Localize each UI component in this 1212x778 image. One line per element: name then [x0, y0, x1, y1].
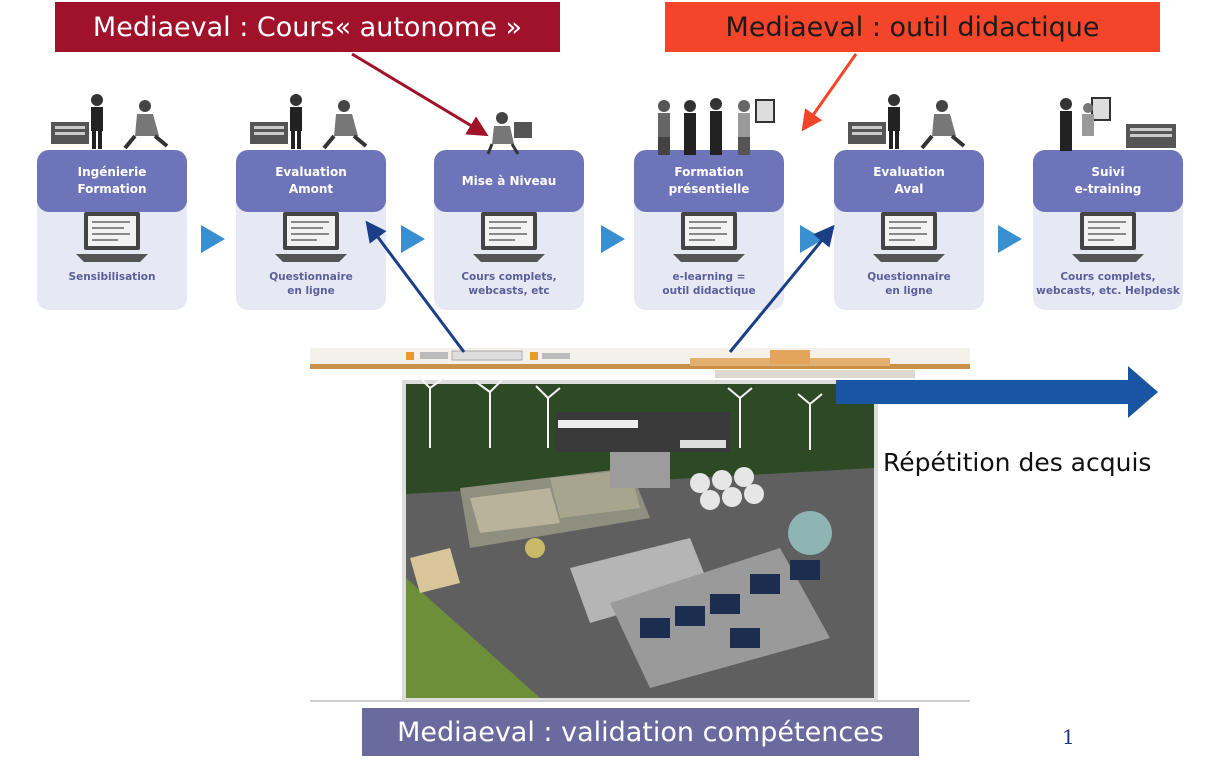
stage-title-line: Evaluation [275, 165, 347, 179]
stage-title: Formation présentielle [634, 150, 784, 212]
flow-arrow-icon [201, 225, 225, 253]
stage-caption-line: Cours complets, [461, 271, 557, 283]
laptop-icon [673, 212, 745, 262]
windmill-icon [417, 375, 823, 450]
stage-caption-line: Sensibilisation [68, 271, 156, 283]
flow-arrow-icon [800, 225, 824, 253]
people-icon [848, 94, 966, 150]
stage-title-line: Aval [894, 182, 924, 196]
flow-arrow-icon [401, 225, 425, 253]
stage-title-line: Mise à Niveau [461, 173, 557, 188]
stage-title-line: Formation [77, 182, 147, 196]
laptop-icon [275, 212, 347, 262]
people-icon [51, 94, 169, 150]
laptop-icon [1072, 212, 1144, 262]
people-icon [658, 98, 775, 155]
stage-caption-line: Cours complets, [1060, 271, 1156, 283]
people-icon [1060, 97, 1176, 151]
stage-title-line: Suivi [1091, 165, 1125, 179]
stage-caption-line: outil didactique [662, 285, 756, 297]
stage-title-line: Formation [674, 165, 744, 179]
stage-caption-line: e-learning = [672, 271, 746, 283]
stage-mise-a-niveau: Mise à Niveau Cours complets, webcasts, e… [434, 150, 584, 310]
stage-caption: Cours complets, webcasts, etc [434, 270, 584, 298]
toolbar-icon [406, 352, 414, 360]
stage-title: Mise à Niveau [434, 150, 584, 212]
flow-arrow-icon [998, 225, 1022, 253]
stage-caption-line: webcasts, etc. Helpdesk [1036, 285, 1180, 297]
page-number: 1 [1062, 725, 1075, 749]
laptop-icon [76, 212, 148, 262]
stage-caption: Questionnaire en ligne [236, 270, 386, 298]
simulation-screenshot [310, 348, 970, 702]
laptop-icon [473, 212, 545, 262]
repetition-label: Répétition des acquis [883, 448, 1152, 477]
stage-caption-line: en ligne [885, 285, 933, 297]
toolbar-icon [530, 352, 538, 360]
stage-suivi-e-training: Suivi e-training Cours complets, webcasts,… [1033, 150, 1183, 310]
stage-title-line: Evaluation [873, 165, 945, 179]
banner-validation-competences: Mediaeval : validation compétences [362, 708, 919, 756]
people-icon [250, 94, 368, 150]
stage-title-line: Ingénierie [77, 165, 147, 179]
stage-caption-line: Questionnaire [867, 271, 951, 283]
stage-title-line: e-training [1074, 182, 1142, 196]
people-icon [486, 112, 532, 155]
stage-caption-line: webcasts, etc [468, 285, 550, 297]
stage-title-line: Amont [288, 182, 334, 196]
stage-caption: e-learning = outil didactique [634, 270, 784, 298]
stage-title-line: présentielle [668, 182, 750, 196]
stage-formation-presentielle: Formation présentielle e-learning = outil … [634, 150, 784, 310]
stage-caption: Questionnaire en ligne [834, 270, 984, 298]
laptop-icon [873, 212, 945, 262]
banner-cours-autonome: Mediaeval : Cours« autonome » [55, 2, 560, 52]
solar-panel-icon [640, 560, 820, 648]
stage-title: Suivi e-training [1033, 150, 1183, 212]
stage-caption: Sensibilisation [37, 270, 187, 284]
stage-caption-line: Questionnaire [269, 271, 353, 283]
stage-caption-line: en ligne [287, 285, 335, 297]
stage-caption: Cours complets, webcasts, etc. Helpdesk [1033, 270, 1183, 298]
banner-outil-didactique: Mediaeval : outil didactique [665, 2, 1160, 52]
flow-arrow-icon [601, 225, 625, 253]
